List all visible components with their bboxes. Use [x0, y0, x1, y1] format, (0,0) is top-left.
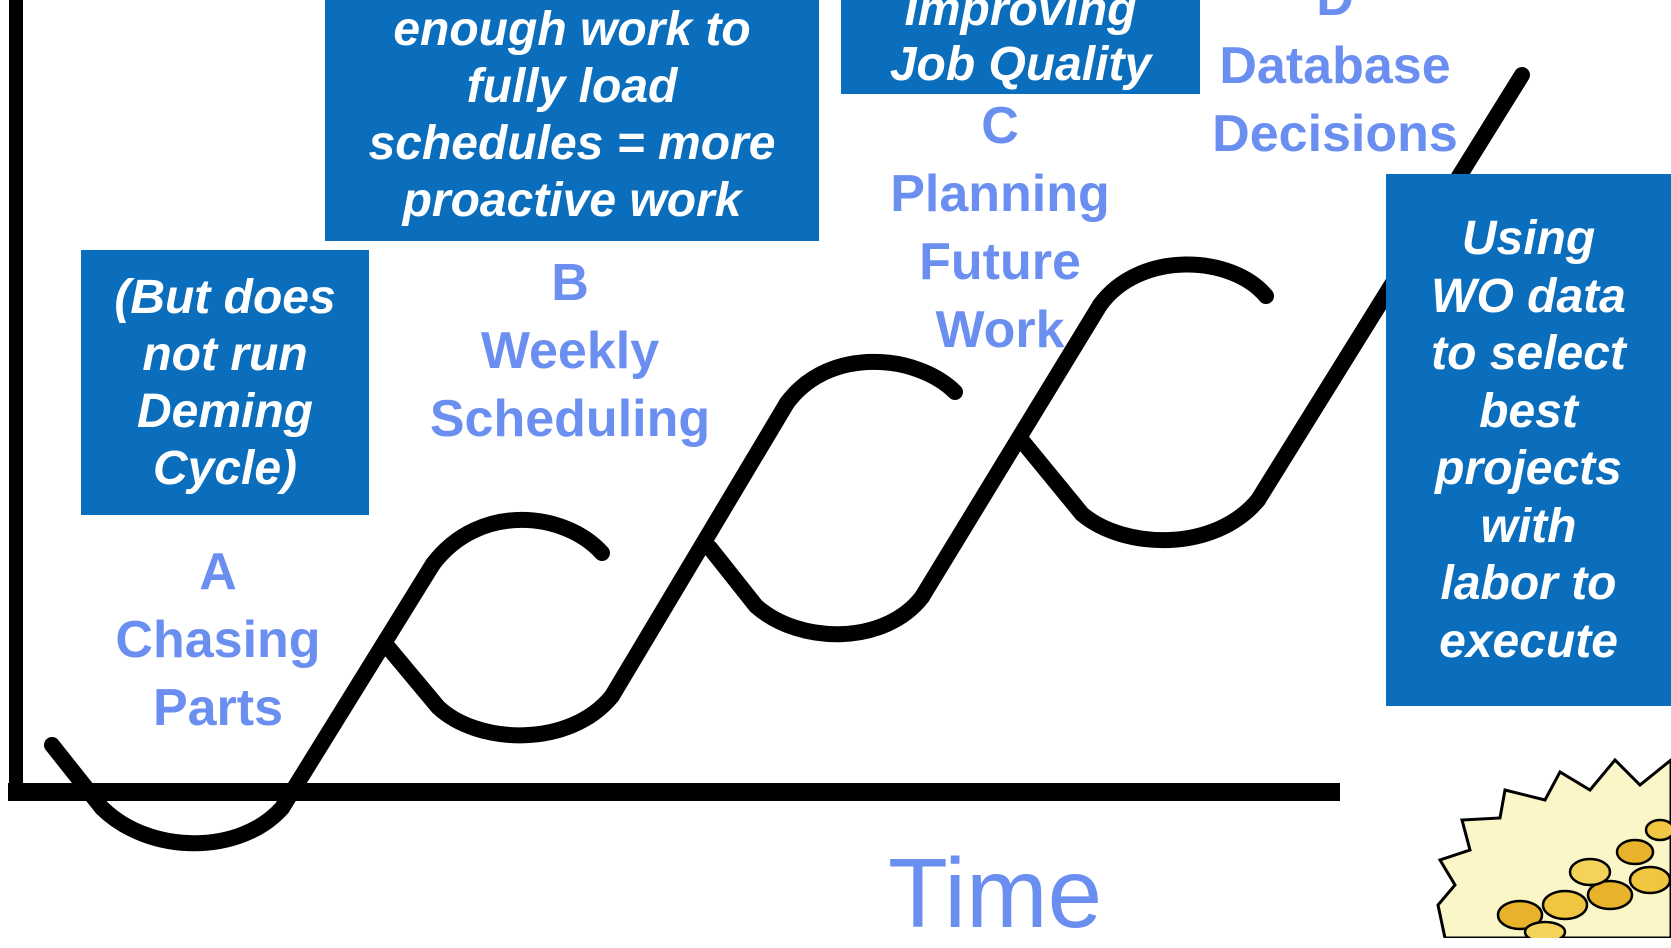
note-box-a: (But does not run Deming Cycle)	[81, 250, 369, 515]
spiral-ramp-a	[274, 556, 441, 816]
note-a-line-4: Cycle)	[152, 441, 298, 495]
stage-d-line-1: Database	[1219, 37, 1451, 95]
note-c-line-2: Job Quality	[889, 38, 1152, 91]
note-b-line-4: proactive work	[402, 174, 742, 227]
coin-4	[1628, 865, 1671, 895]
note-a-line-2: not run	[142, 327, 308, 381]
note-d-line-8: execute	[1439, 614, 1618, 668]
note-box-b: enough work to fully load schedules = mo…	[325, 0, 819, 241]
spiral-loop-d-bottom	[1015, 434, 1266, 549]
note-d-line-5: projects	[1435, 442, 1622, 495]
burst-coins	[1496, 818, 1671, 938]
spiral-loop-b-bottom	[379, 638, 620, 744]
note-b-line-1: enough work to	[393, 3, 751, 56]
coin-2	[1541, 889, 1589, 921]
stage-label-c: C Planning Future Work	[850, 92, 1150, 364]
stage-b-line-1: Weekly	[480, 322, 660, 380]
note-d-line-4: best	[1479, 384, 1578, 438]
stage-label-b: B Weekly Scheduling	[400, 249, 740, 453]
coin-5	[1568, 857, 1612, 887]
note-d-line-2: WO data	[1431, 269, 1626, 323]
note-d-line-6: with	[1480, 499, 1577, 553]
coin-3	[1586, 879, 1634, 911]
stage-a-letter: A	[199, 543, 237, 601]
stage-c-line-1: Planning	[890, 165, 1110, 223]
coin-8	[1523, 920, 1567, 938]
note-d-line-7: labor to	[1440, 557, 1617, 610]
stage-c-line-2: Future	[919, 233, 1081, 291]
stage-c-letter: C	[981, 97, 1019, 155]
cartoon-burst-illustration	[1436, 757, 1671, 938]
note-d-line-1: Using	[1461, 212, 1596, 265]
stage-label-d: D Database Decisions	[1185, 0, 1485, 168]
stage-a-line-1: Chasing	[115, 611, 321, 669]
spiral-loop-c-top	[779, 354, 963, 411]
note-a-line-3: Deming	[136, 384, 313, 438]
coin-7	[1644, 818, 1671, 842]
note-a-line-1: (But does	[114, 270, 336, 324]
stage-d-letter: D	[1185, 0, 1485, 32]
note-b-line-3: schedules = more	[368, 117, 776, 170]
coin-6	[1615, 838, 1655, 866]
spiral-loop-b-top	[425, 512, 610, 572]
stage-a-line-2: Parts	[152, 679, 284, 737]
note-d-line-3: to select	[1431, 327, 1626, 380]
spiral-loop-a	[44, 737, 290, 852]
stage-b-letter: B	[551, 254, 589, 312]
spiral-loop-c-bottom	[702, 540, 930, 643]
spiral-ramp-c	[914, 297, 1108, 605]
note-box-d: Using WO data to select best projects wi…	[1386, 174, 1671, 706]
spiral-ramp-b	[604, 395, 795, 704]
stage-label-a: A Chasing Parts	[78, 538, 358, 742]
x-axis-label: Time	[888, 838, 1103, 948]
coin-1	[1496, 899, 1544, 931]
note-c-line-1: Improving	[904, 0, 1137, 36]
stage-d-line-2: Decisions	[1212, 105, 1458, 163]
note-b-line-2: fully load	[466, 60, 678, 113]
stage-c-line-3: Work	[935, 301, 1065, 359]
stage-b-line-2: Scheduling	[429, 390, 711, 448]
note-box-c: Improving Job Quality	[841, 0, 1200, 94]
spiral-loop-d-top	[1092, 256, 1274, 313]
